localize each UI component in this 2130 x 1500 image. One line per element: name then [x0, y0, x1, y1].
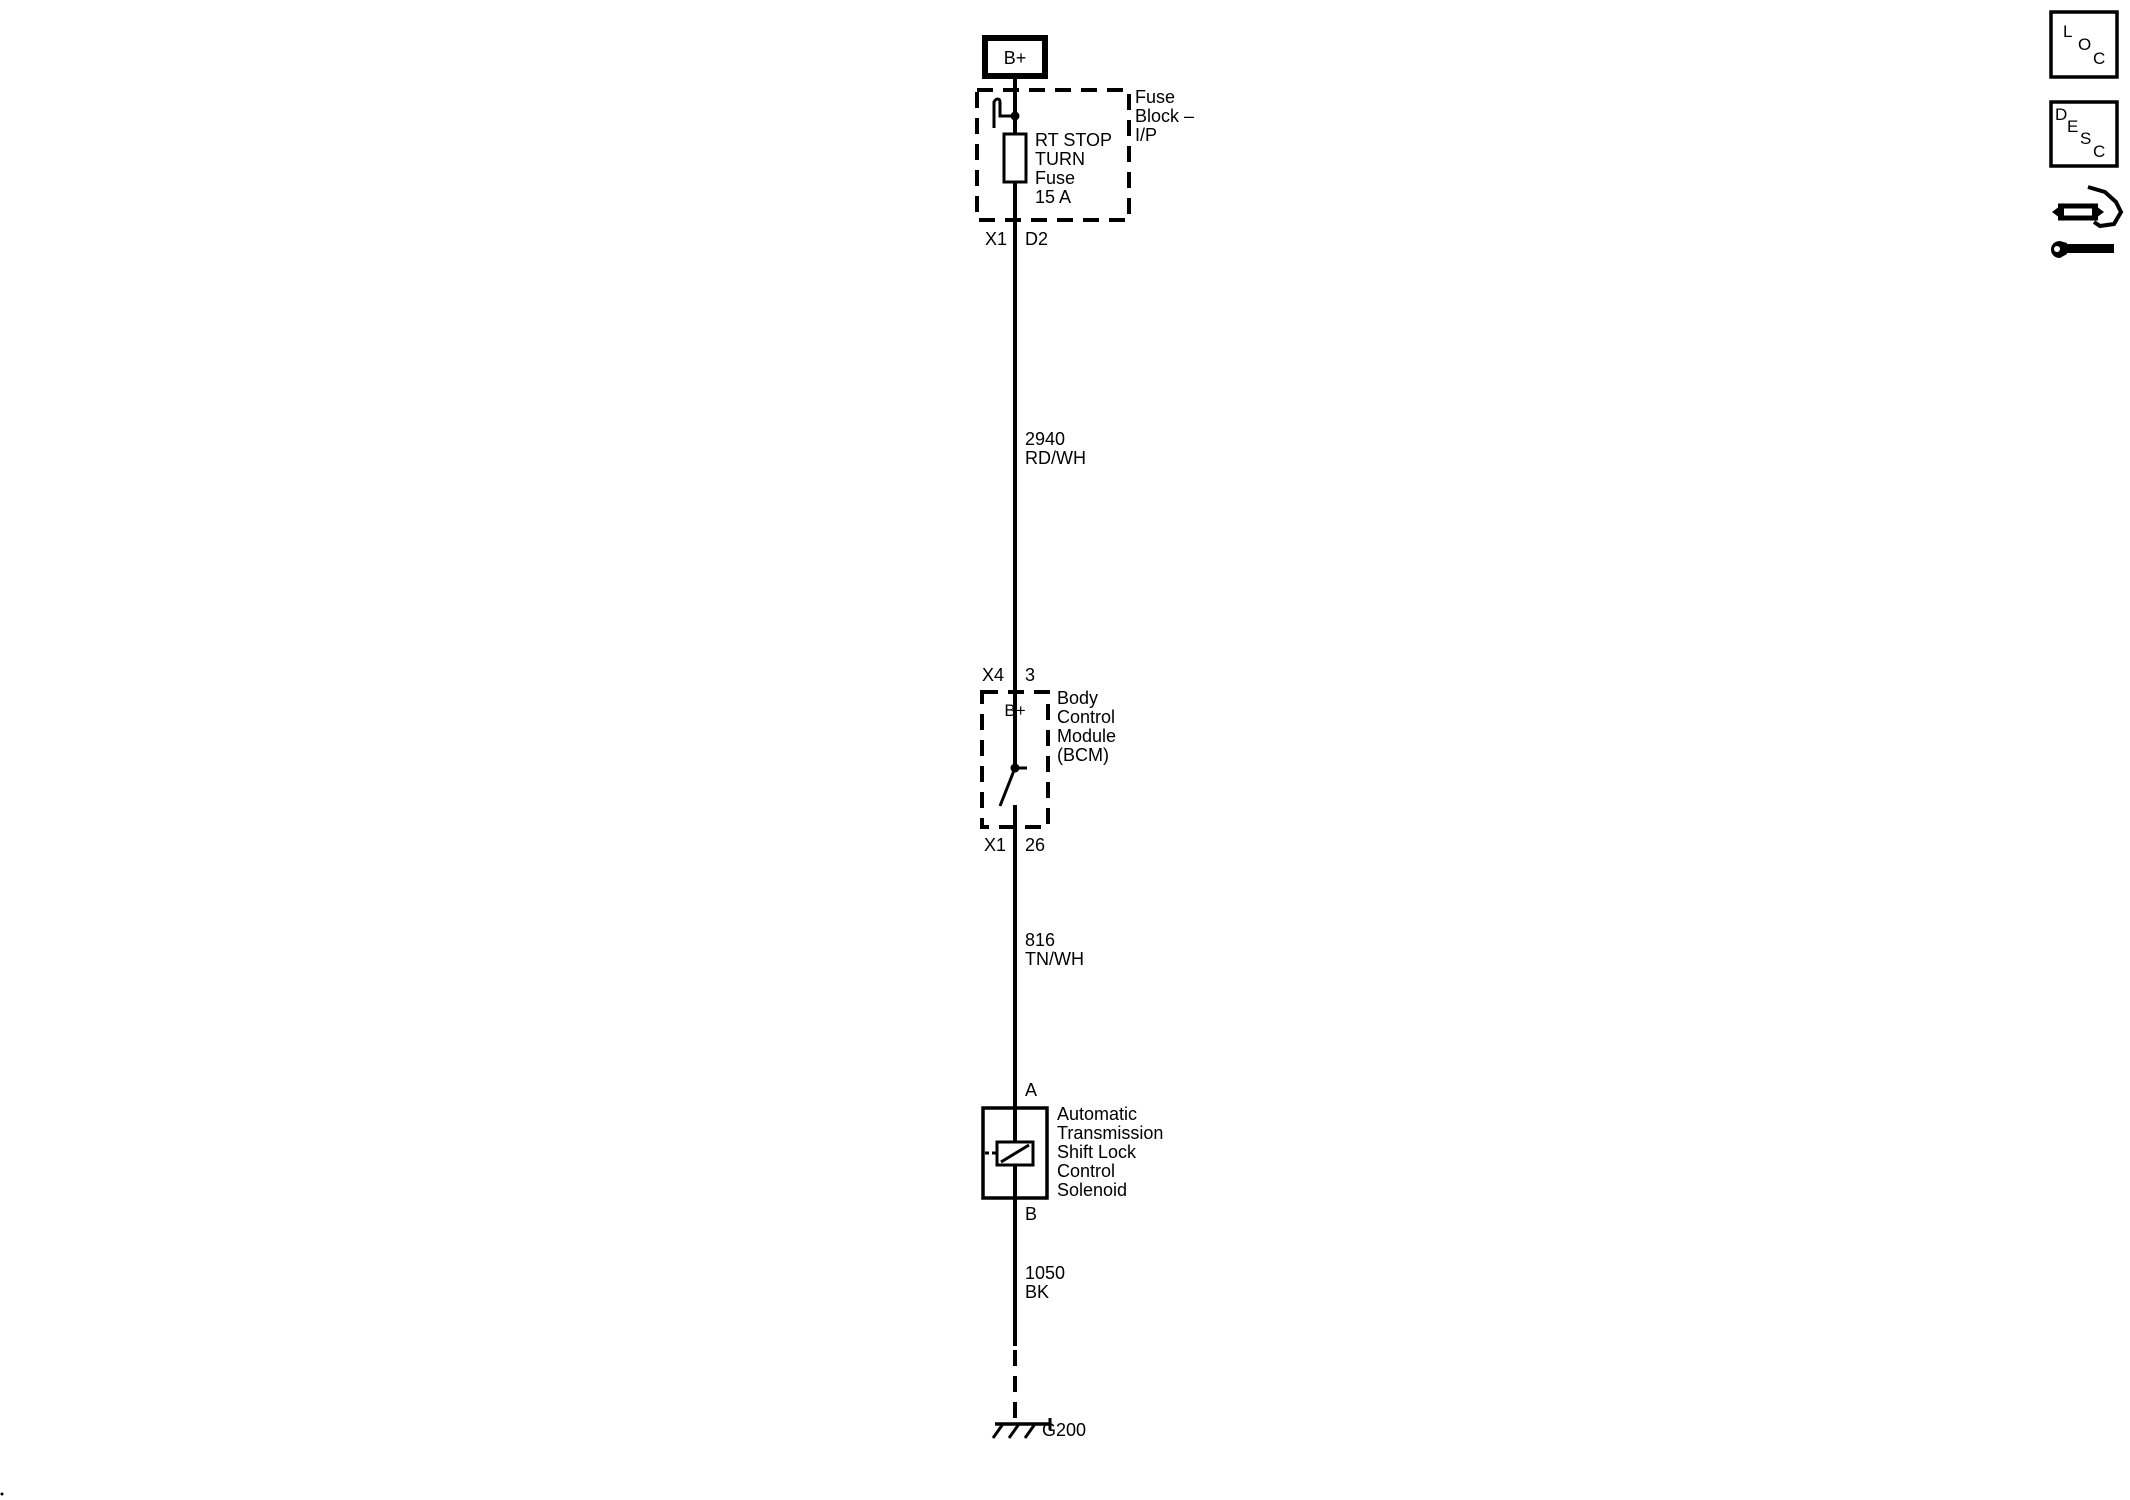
wire-816-label: 816 TN/WH [1025, 930, 1084, 969]
location-icon [2049, 10, 2119, 79]
bcm-name-line-4: (BCM) [1057, 745, 1109, 765]
description-letter-c: C [2093, 142, 2105, 161]
description-icon [2049, 100, 2119, 168]
fuse-label-line-3: Fuse [1035, 168, 1075, 188]
ground-hatch-1 [991, 1423, 1005, 1439]
corner-mark [0, 1492, 4, 1496]
bcm-input-connector: X4 [982, 665, 1004, 685]
bcm-name-line-1: Body [1057, 688, 1098, 708]
bcm-output-connector: X1 [984, 835, 1006, 855]
location-button[interactable]: L O C [2049, 10, 2119, 79]
wire-1050-color: BK [1025, 1282, 1049, 1302]
description-letter-e: E [2067, 117, 2078, 136]
solenoid-name-line-3: Shift Lock [1057, 1142, 1137, 1162]
fuse-label-line-1: RT STOP [1035, 130, 1112, 150]
wire-1050-label: 1050 BK [1025, 1263, 1065, 1302]
bcm-name-line-2: Control [1057, 707, 1115, 727]
wire-816-circuit: 816 [1025, 930, 1055, 950]
power-source-label: B+ [1004, 48, 1027, 68]
connector-tools-icon [2051, 185, 2124, 258]
location-letter-o: O [2078, 35, 2091, 54]
ground-hatch-2 [1007, 1423, 1021, 1439]
ground-label: G200 [1042, 1420, 1086, 1440]
location-letter-l: L [2063, 22, 2072, 41]
fuse-block-name-line-1: Fuse [1135, 87, 1175, 107]
solenoid-name-line-1: Automatic [1057, 1104, 1137, 1124]
body-control-module: X4 3 B+ Body Control Module (BCM) X1 26 [980, 665, 1116, 855]
fuse-block-bus-symbol [992, 97, 1016, 128]
ground-hatch-3 [1023, 1423, 1037, 1439]
bcm-input-pin: 3 [1025, 665, 1035, 685]
description-letter-d: D [2055, 105, 2067, 124]
solenoid-outline [981, 1106, 1049, 1200]
fuse-block-name-line-3: I/P [1135, 125, 1157, 145]
wire-2940-circuit: 2940 [1025, 429, 1065, 449]
fuse-label-line-4: 15 A [1035, 187, 1071, 207]
bcm-internal-label: B+ [1004, 701, 1025, 720]
shift-lock-solenoid: A Automatic Transmission Shift Lock Cont… [981, 1080, 1163, 1224]
connector-tools-button[interactable] [2051, 185, 2124, 258]
fuse-block-name-line-2: Block – [1135, 106, 1194, 126]
fuse-element [1002, 132, 1028, 184]
bcm-switch-blade [998, 767, 1017, 807]
fuse-block: Fuse Block – I/P RT STOP TURN Fuse 15 A … [975, 87, 1194, 249]
wire-2940-label: 2940 RD/WH [1025, 429, 1086, 468]
location-letter-c: C [2093, 49, 2105, 68]
bcm-output-pin: 26 [1025, 835, 1045, 855]
solenoid-pin-a: A [1025, 1080, 1037, 1100]
solenoid-name-line-4: Control [1057, 1161, 1115, 1181]
solenoid-name-line-5: Solenoid [1057, 1180, 1127, 1200]
wire-816-color: TN/WH [1025, 949, 1084, 969]
solenoid-pin-b: B [1025, 1204, 1037, 1224]
bcm-outline [980, 690, 1050, 829]
description-letter-s: S [2080, 129, 2091, 148]
fuse-block-outline [975, 88, 1131, 222]
solenoid-coil-diagonal [1000, 1143, 1030, 1164]
wire-2940-color: RD/WH [1025, 448, 1086, 468]
fuse-label-line-2: TURN [1035, 149, 1085, 169]
description-button[interactable]: D E S C [2049, 100, 2119, 168]
wire-1050-circuit: 1050 [1025, 1263, 1065, 1283]
fuse-block-connector: X1 [985, 229, 1007, 249]
fuse-block-pin: D2 [1025, 229, 1048, 249]
power-source: B+ [982, 35, 1048, 79]
ground-g200: G200 [991, 1418, 1086, 1440]
solenoid-name-line-2: Transmission [1057, 1123, 1163, 1143]
bcm-name-line-3: Module [1057, 726, 1116, 746]
